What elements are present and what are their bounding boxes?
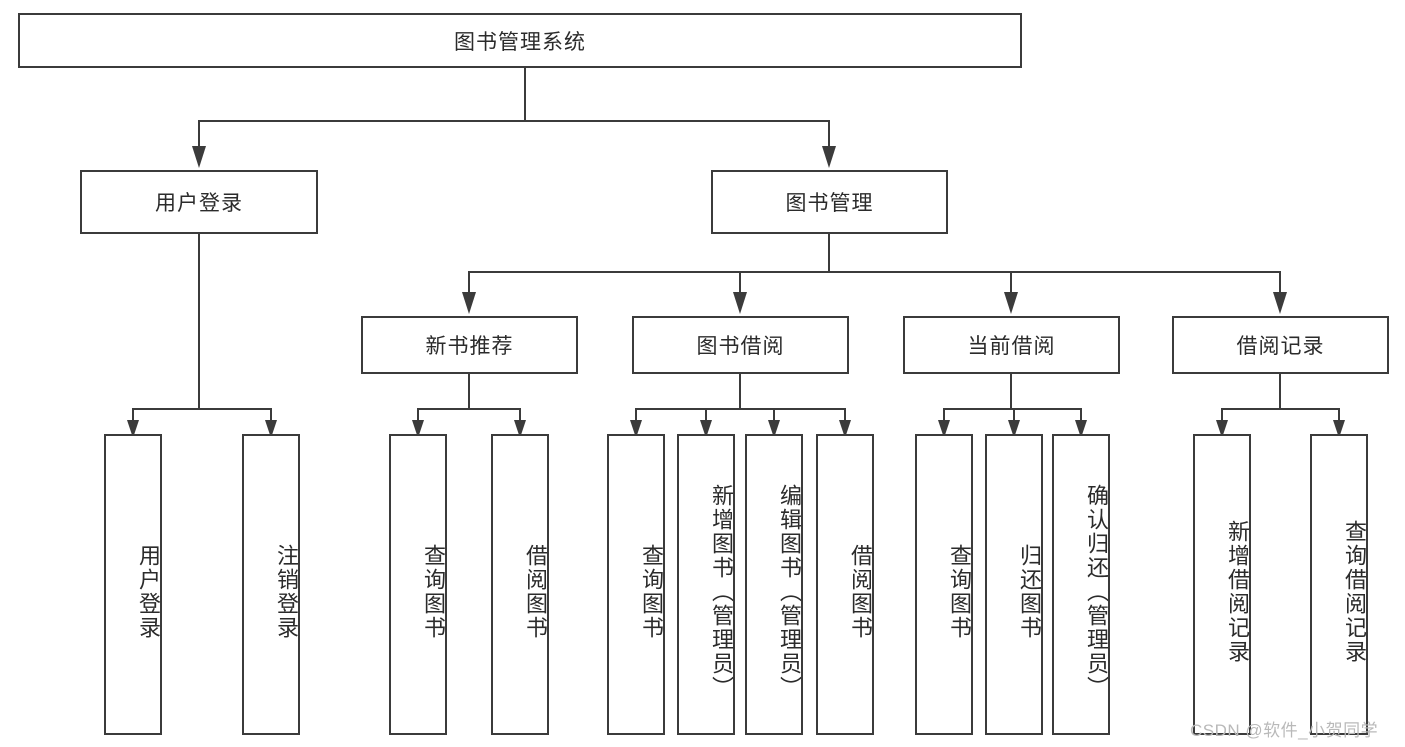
node-new-book-recommend[interactable]: 新书推荐 [361, 316, 578, 374]
arrowhead-leaf-confirm-return [1075, 420, 1087, 438]
node-leaf-query-borrow-record[interactable]: 查询借阅记录 [1310, 434, 1368, 735]
edge-drop-book-borrow [739, 271, 741, 293]
edge-root-stem [524, 68, 526, 121]
node-label: 注销登录 [274, 543, 299, 640]
node-label: 查询图书 [639, 543, 664, 640]
node-book-management[interactable]: 图书管理 [711, 170, 948, 234]
edge-borrow-record-leaf-bus [1221, 408, 1340, 410]
arrowhead-leaf-return-book [1008, 420, 1020, 438]
arrowhead-book-management [822, 146, 836, 168]
node-label: 编辑图书（管理员） [777, 483, 802, 700]
edge-current-borrow-leaf-bus [943, 408, 1082, 410]
node-leaf-confirm-return[interactable]: 确认归还（管理员） [1052, 434, 1110, 735]
node-label: 借阅图书 [848, 543, 873, 640]
edge-user-login-stem [198, 234, 200, 409]
edge-current-borrow-stem [1010, 374, 1012, 409]
edge-book-management-stem [828, 234, 830, 272]
edge-drop-leaf-query-borrow-record [1338, 408, 1340, 422]
node-label: 图书管理 [785, 192, 874, 215]
edge-new-book-recommend-leaf-bus [417, 408, 520, 410]
arrowhead-book-borrow [733, 292, 747, 314]
node-label: 查询借阅记录 [1342, 519, 1367, 664]
edge-book-borrow-leaf-bus [635, 408, 846, 410]
arrowhead-leaf-logout-login [265, 420, 277, 438]
edge-drop-leaf-edit-book [773, 408, 775, 422]
node-label: 用户登录 [136, 543, 161, 640]
node-label: 查询图书 [421, 543, 446, 640]
edge-drop-leaf-query-book-2 [635, 408, 637, 422]
node-leaf-borrow-book-1[interactable]: 借阅图书 [491, 434, 549, 735]
edge-level2-bus [198, 120, 830, 122]
node-leaf-user-login[interactable]: 用户登录 [104, 434, 162, 735]
node-current-borrow[interactable]: 当前借阅 [903, 316, 1120, 374]
node-leaf-add-book[interactable]: 新增图书（管理员） [677, 434, 735, 735]
node-system-root[interactable]: 图书管理系统 [18, 13, 1022, 68]
arrowhead-new-book-recommend [462, 292, 476, 314]
arrowhead-leaf-query-book-3 [938, 420, 950, 438]
node-leaf-query-book-1[interactable]: 查询图书 [389, 434, 447, 735]
node-label: 图书借阅 [696, 335, 785, 358]
arrowhead-current-borrow [1004, 292, 1018, 314]
arrowhead-leaf-add-borrow-record [1216, 420, 1228, 438]
edge-drop-new-book-recommend [468, 271, 470, 293]
node-label: 新增图书（管理员） [709, 483, 734, 700]
node-label: 查询图书 [947, 543, 972, 640]
edge-drop-leaf-query-book-3 [943, 408, 945, 422]
edge-drop-borrow-record [1279, 271, 1281, 293]
edge-drop-user-login [198, 120, 200, 148]
edge-drop-leaf-borrow-book-1 [519, 408, 521, 422]
node-leaf-return-book[interactable]: 归还图书 [985, 434, 1043, 735]
edge-new-book-recommend-stem [468, 374, 470, 409]
node-label: 归还图书 [1017, 543, 1042, 640]
node-leaf-add-borrow-record[interactable]: 新增借阅记录 [1193, 434, 1251, 735]
node-book-borrow[interactable]: 图书借阅 [632, 316, 849, 374]
edge-book-borrow-stem [739, 374, 741, 409]
edge-drop-leaf-confirm-return [1080, 408, 1082, 422]
edge-drop-leaf-user-login [132, 408, 134, 422]
edge-level3-bus [468, 271, 1280, 273]
arrowhead-leaf-query-borrow-record [1333, 420, 1345, 438]
edge-drop-leaf-return-book [1013, 408, 1015, 422]
edge-borrow-record-stem [1279, 374, 1281, 409]
arrowhead-leaf-borrow-book-1 [514, 420, 526, 438]
node-label: 借阅图书 [523, 543, 548, 640]
node-label: 新书推荐 [425, 335, 514, 358]
edge-drop-leaf-add-book [705, 408, 707, 422]
node-user-login[interactable]: 用户登录 [80, 170, 318, 234]
node-label: 当前借阅 [967, 335, 1056, 358]
node-label: 用户登录 [155, 192, 243, 215]
arrowhead-leaf-query-book-2 [630, 420, 642, 438]
edge-drop-book-management [828, 120, 830, 148]
node-label: 图书管理系统 [454, 30, 586, 54]
edge-user-login-leaf-bus [132, 408, 271, 410]
node-label: 借阅记录 [1236, 335, 1325, 358]
arrowhead-leaf-query-book-1 [412, 420, 424, 438]
node-leaf-logout-login[interactable]: 注销登录 [242, 434, 300, 735]
arrowhead-leaf-add-book [700, 420, 712, 438]
node-label: 新增借阅记录 [1225, 519, 1250, 664]
edge-drop-leaf-query-book-1 [417, 408, 419, 422]
node-borrow-record[interactable]: 借阅记录 [1172, 316, 1389, 374]
node-leaf-query-book-2[interactable]: 查询图书 [607, 434, 665, 735]
arrowhead-leaf-edit-book [768, 420, 780, 438]
edge-drop-leaf-borrow-book-2 [844, 408, 846, 422]
edge-drop-leaf-logout-login [270, 408, 272, 422]
arrowhead-user-login [192, 146, 206, 168]
edge-drop-current-borrow [1010, 271, 1012, 293]
node-leaf-borrow-book-2[interactable]: 借阅图书 [816, 434, 874, 735]
edge-drop-leaf-add-borrow-record [1221, 408, 1223, 422]
arrowhead-leaf-borrow-book-2 [839, 420, 851, 438]
arrowhead-borrow-record [1273, 292, 1287, 314]
arrowhead-leaf-user-login [127, 420, 139, 438]
node-leaf-edit-book[interactable]: 编辑图书（管理员） [745, 434, 803, 735]
csdn-watermark: CSDN @软件_小贺同学 [1190, 721, 1379, 740]
node-label: 确认归还（管理员） [1084, 483, 1109, 700]
node-leaf-query-book-3[interactable]: 查询图书 [915, 434, 973, 735]
